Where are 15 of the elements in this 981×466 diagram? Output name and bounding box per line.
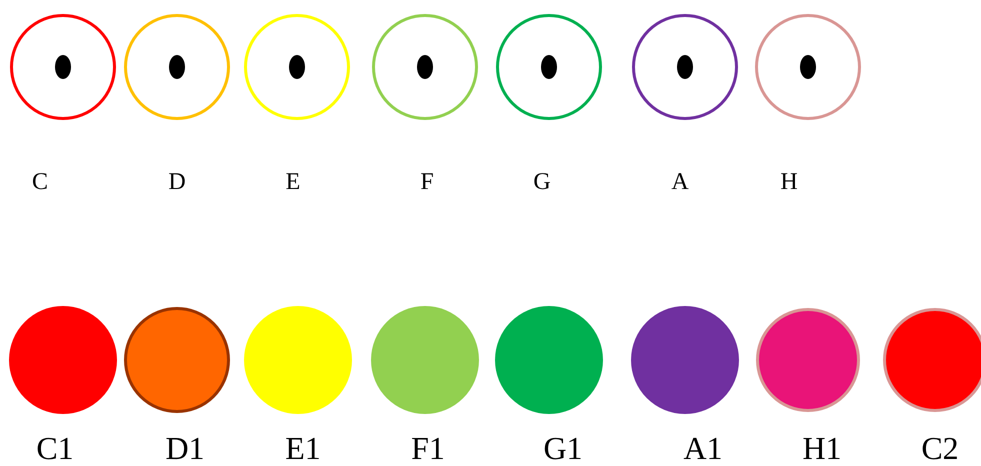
- note-name-label: C: [32, 170, 48, 194]
- note-name-label: G: [533, 170, 551, 194]
- note-name-label: D1: [165, 432, 205, 464]
- note-name-label: A1: [683, 432, 723, 464]
- note-name-label: G1: [543, 432, 583, 464]
- note-name-label: F1: [411, 432, 445, 464]
- note-name-label: E1: [285, 432, 321, 464]
- note-name-label: C1: [36, 432, 74, 464]
- note-name-label: A: [671, 170, 689, 194]
- note-name-label: H1: [802, 432, 842, 464]
- note-name-label: H: [780, 170, 798, 194]
- note-name-label: D: [168, 170, 186, 194]
- note-name-label: E: [286, 170, 300, 194]
- note-name-label: F: [420, 170, 434, 194]
- note-name-label: C2: [921, 432, 959, 464]
